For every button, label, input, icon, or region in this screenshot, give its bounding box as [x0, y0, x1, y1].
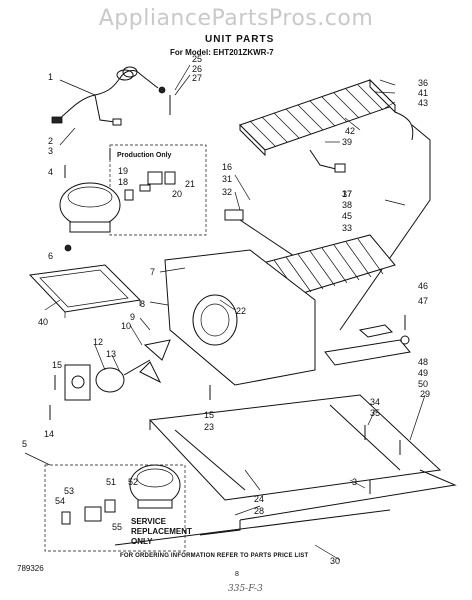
callout-26: 26 — [192, 64, 203, 74]
refrigerant-tube — [339, 124, 431, 331]
callout-10: 10 — [121, 321, 132, 331]
callout-40: 40 — [38, 317, 49, 327]
callout-28: 28 — [254, 506, 265, 516]
drain-pan — [28, 264, 142, 318]
callout-30: 30 — [330, 556, 341, 566]
callout-3: 3 — [48, 146, 54, 156]
front-plate — [324, 324, 411, 366]
ordering-note: FOR ORDERING INFORMATION REFER TO PARTS … — [120, 553, 309, 559]
callout-9: 9 — [130, 312, 136, 322]
diagram-title: UNIT PARTS — [205, 34, 275, 45]
production-only-label: Production Only — [117, 152, 172, 159]
callout-42: 42 — [345, 126, 356, 136]
callout-14: 14 — [44, 429, 55, 439]
callout-21: 21 — [185, 179, 196, 189]
callout-54: 54 — [55, 496, 66, 506]
callout-46: 46 — [418, 281, 429, 291]
callout-22: 22 — [236, 306, 247, 316]
callout-41: 41 — [418, 88, 429, 98]
callout-12: 12 — [93, 337, 104, 347]
model-number: For Model: EHT201ZKWR-7 — [170, 48, 274, 57]
callout-15: 15 — [52, 360, 63, 370]
callout-29: 29 — [420, 389, 431, 399]
callout-48: 48 — [418, 357, 429, 367]
callout-6: 6 — [48, 251, 54, 261]
callout-17: 17 — [342, 189, 353, 199]
callout-7: 7 — [150, 267, 156, 277]
relay-overload-parts — [139, 171, 176, 192]
callout-27: 27 — [192, 73, 203, 83]
callout-37: 37 — [342, 189, 353, 199]
callout-23: 23 — [204, 422, 215, 432]
callout-2: 2 — [48, 136, 54, 146]
callout-31: 31 — [222, 174, 233, 184]
drier — [224, 149, 346, 261]
callout-52: 52 — [128, 477, 139, 487]
callout-13: 13 — [106, 349, 117, 359]
callout-53: 53 — [64, 486, 75, 496]
callout-19: 19 — [118, 166, 129, 176]
callout-50: 50 — [418, 379, 429, 389]
callout-25: 25 — [192, 54, 203, 64]
fan-shroud — [164, 249, 316, 386]
fan-motor — [64, 339, 171, 401]
callout-4: 4 — [48, 167, 54, 177]
condenser-coil — [239, 78, 414, 157]
callout-8: 8 — [140, 299, 146, 309]
callout-15b: 15 — [204, 410, 215, 420]
screws — [49, 95, 406, 494]
callout-16: 16 — [222, 162, 233, 172]
watermark: AppliancePartsPros.com — [98, 6, 374, 31]
power-cord-harness — [51, 66, 166, 126]
callout-18: 18 — [118, 177, 129, 187]
page-number: 8 — [235, 571, 239, 578]
callout-39: 39 — [342, 137, 353, 147]
callout-38: 38 — [342, 200, 353, 210]
callout-5: 5 — [22, 439, 28, 449]
handwritten-code: 335-F-3 — [228, 584, 263, 594]
callout-47: 47 — [418, 296, 429, 306]
callout-36: 36 — [418, 78, 429, 88]
callout-43: 43 — [418, 98, 429, 108]
callout-20: 20 — [172, 189, 183, 199]
callout-35: 35 — [370, 408, 381, 418]
callout-3b: 3 — [352, 477, 358, 487]
callout-34: 34 — [370, 397, 381, 407]
compressor-production — [59, 182, 134, 233]
callout-33: 33 — [342, 223, 353, 233]
service-replacement-box — [44, 464, 186, 552]
callout-1: 1 — [48, 72, 54, 82]
callout-32: 32 — [222, 187, 233, 197]
leader-lines — [24, 64, 426, 561]
callout-45: 45 — [342, 211, 353, 221]
service-replacement-label: SERVICE REPLACEMENT ONLY — [131, 517, 192, 546]
document-number: 789326 — [17, 564, 44, 573]
callout-51: 51 — [106, 477, 117, 487]
callout-24: 24 — [254, 494, 265, 504]
compressor-service — [61, 464, 181, 525]
callout-55: 55 — [112, 522, 123, 532]
callout-49: 49 — [418, 368, 429, 378]
